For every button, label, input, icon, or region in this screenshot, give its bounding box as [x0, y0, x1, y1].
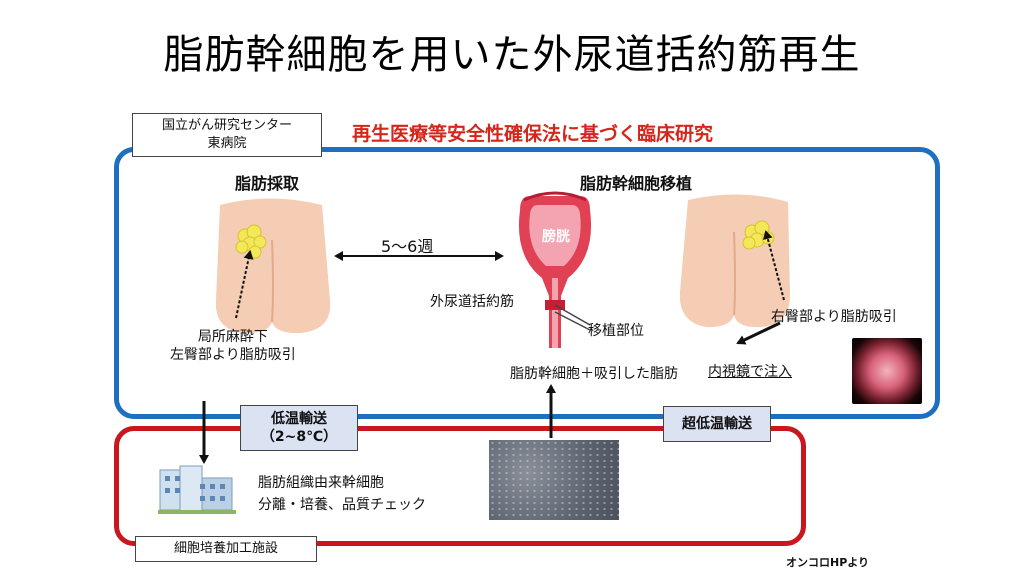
processing-text: 脂肪組織由来幹細胞 分離・培養、品質チェック	[258, 472, 426, 516]
cell-culture-photo	[489, 440, 619, 520]
source-credit: オンコロHPより	[786, 556, 870, 569]
harvest-note-line2: 左臀部より脂肪吸引	[170, 347, 296, 363]
site-label: 移植部位	[588, 323, 644, 339]
ultracold-transport-label: 超低温輸送	[663, 406, 771, 442]
cold-transport-title: 低温輸送	[271, 411, 327, 427]
harvest-note: 局所麻酔下 左臀部より脂肪吸引	[170, 328, 296, 364]
cold-transport-temp: （2~8℃）	[260, 429, 338, 445]
page-title: 脂肪幹細胞を用いた外尿道括約筋再生	[163, 32, 861, 78]
institution-label: 国立がん研究センター 東病院	[132, 113, 322, 157]
law-title: 再生医療等安全性確保法に基づく臨床研究	[352, 123, 714, 145]
facility-building-illustration	[158, 465, 236, 514]
left-buttocks-illustration	[215, 198, 331, 334]
institution-name: 国立がん研究センター	[161, 118, 292, 133]
clinical-site-frame	[114, 147, 940, 419]
harvest-heading: 脂肪採取	[235, 174, 300, 193]
mixture-label: 脂肪幹細胞＋吸引した脂肪	[510, 366, 678, 382]
right-hip-label: 右臀部より脂肪吸引	[771, 309, 897, 325]
facility-label: 細胞培養加工施設	[135, 536, 317, 562]
sphincter-label: 外尿道括約筋	[430, 294, 514, 310]
bladder-label: 膀胱	[542, 229, 570, 245]
processing-line1: 脂肪組織由来幹細胞	[258, 475, 384, 491]
endoscope-photo	[852, 338, 922, 404]
right-buttocks-illustration	[679, 194, 790, 328]
processing-line2: 分離・培養、品質チェック	[258, 497, 426, 513]
institution-hospital: 東病院	[207, 136, 247, 151]
cold-transport-label: 低温輸送 （2~8℃）	[240, 405, 358, 451]
transplant-heading: 脂肪幹細胞移植	[580, 174, 693, 193]
harvest-note-line1: 局所麻酔下	[197, 329, 268, 345]
interval-label: 5～6週	[381, 237, 434, 256]
endoscope-label: 内視鏡で注入	[708, 364, 792, 380]
right-hip-arrow	[736, 321, 781, 345]
needle-arrow-left	[235, 250, 254, 319]
cell-processing-frame	[114, 426, 806, 546]
needle-arrow-right	[762, 230, 785, 301]
